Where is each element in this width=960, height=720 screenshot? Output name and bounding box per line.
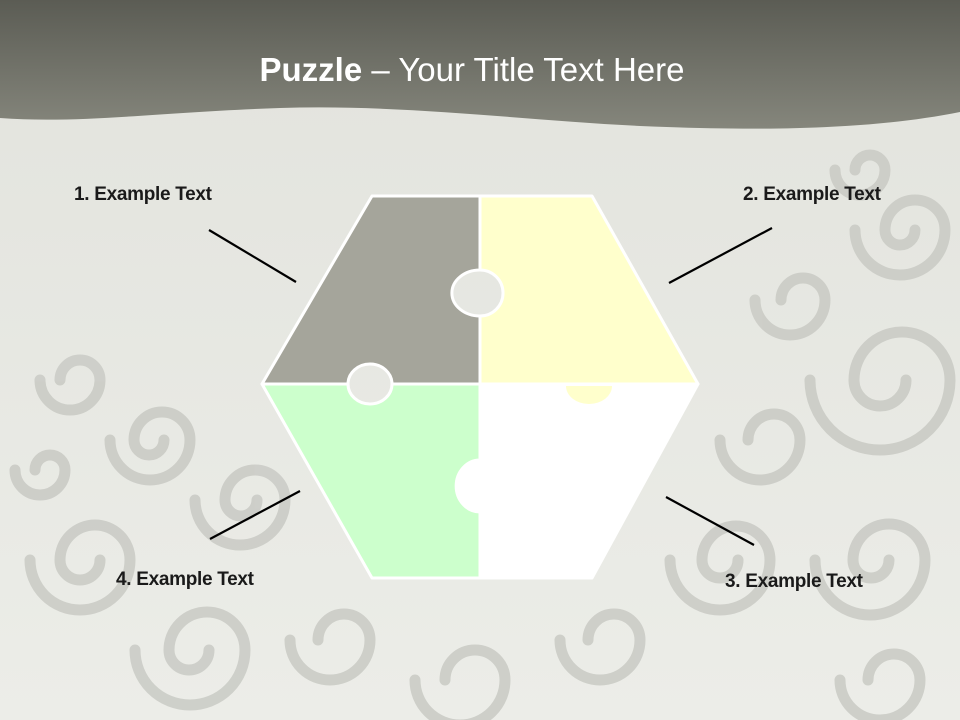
connector-line-3: [665, 496, 755, 546]
label-1: 1. Example Text: [74, 184, 212, 205]
label-3: 3. Example Text: [725, 571, 863, 592]
swirl-pattern: [9, 149, 956, 720]
label-2: 2. Example Text: [743, 184, 881, 205]
puzzle-piece-3: [454, 382, 700, 580]
puzzle-piece-4: [260, 382, 482, 580]
title-bold: Puzzle: [259, 51, 363, 88]
connector-line-4: [209, 490, 301, 540]
header-band: [0, 0, 960, 129]
puzzle-tab-green: [460, 460, 480, 512]
connector-line-1: [208, 229, 297, 283]
puzzle-tab-yellow: [566, 386, 612, 404]
puzzle-piece-2: [478, 194, 700, 386]
slide-title: Puzzle – Your Title Text Here: [0, 48, 944, 92]
title-rest: – Your Title Text Here: [362, 51, 685, 88]
puzzle-piece-1: [260, 194, 482, 386]
label-4: 4. Example Text: [116, 569, 254, 590]
connector-line-2: [668, 227, 773, 284]
